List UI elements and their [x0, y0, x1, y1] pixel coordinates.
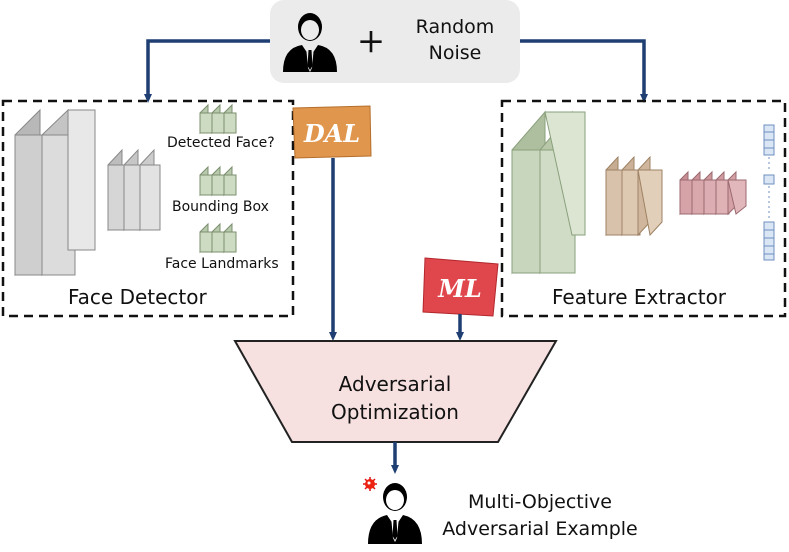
- optimizer-trapezoid: [233, 340, 558, 443]
- extractor-brown-layers: [605, 155, 663, 237]
- detector-output-bounding-box: Bounding Box: [172, 199, 269, 215]
- virus-icon: [363, 477, 377, 491]
- dal-text: DAL: [303, 119, 360, 148]
- output-line-1: Multi-Objective: [468, 491, 612, 513]
- output-label: Multi-Objective Adversarial Example: [440, 489, 640, 543]
- noise-line-2: Noise: [428, 42, 482, 64]
- optimizer-line-2: Optimization: [331, 400, 459, 424]
- detector-output-detected-face: Detected Face?: [167, 135, 275, 151]
- noise-label: Random Noise: [400, 14, 510, 66]
- extractor-pink-layers: [679, 170, 747, 216]
- dal-badge: [292, 105, 372, 159]
- feature-extractor-title: Feature Extractor: [552, 285, 727, 309]
- face-detector-box: [1, 99, 295, 318]
- optimizer-line-1: Adversarial: [338, 372, 452, 396]
- extractor-layers: [511, 110, 775, 275]
- detector-conv-layers: [14, 103, 237, 277]
- detector-head-stack-1: [199, 103, 237, 135]
- feature-extractor-box: [500, 99, 787, 318]
- ml-text: ML: [437, 274, 481, 303]
- detector-output-landmarks: Face Landmarks: [165, 256, 279, 272]
- detector-head-stack-3: [199, 222, 237, 254]
- plus-sign: +: [357, 21, 386, 61]
- detector-mid-layers: [107, 148, 161, 232]
- face-detector-title: Face Detector: [68, 285, 207, 309]
- detector-head-stack-2: [199, 165, 237, 197]
- optimizer-label: Adversarial Optimization: [295, 370, 495, 426]
- noise-line-1: Random: [415, 16, 495, 38]
- ml-badge: [422, 257, 499, 317]
- arrow-to-detector: [144, 39, 270, 103]
- arrow-to-extractor: [520, 39, 648, 103]
- input-person-icon: [283, 13, 337, 72]
- output-line-2: Adversarial Example: [442, 518, 638, 540]
- extractor-fc-vector: [763, 124, 775, 261]
- output-person-icon: [368, 483, 422, 544]
